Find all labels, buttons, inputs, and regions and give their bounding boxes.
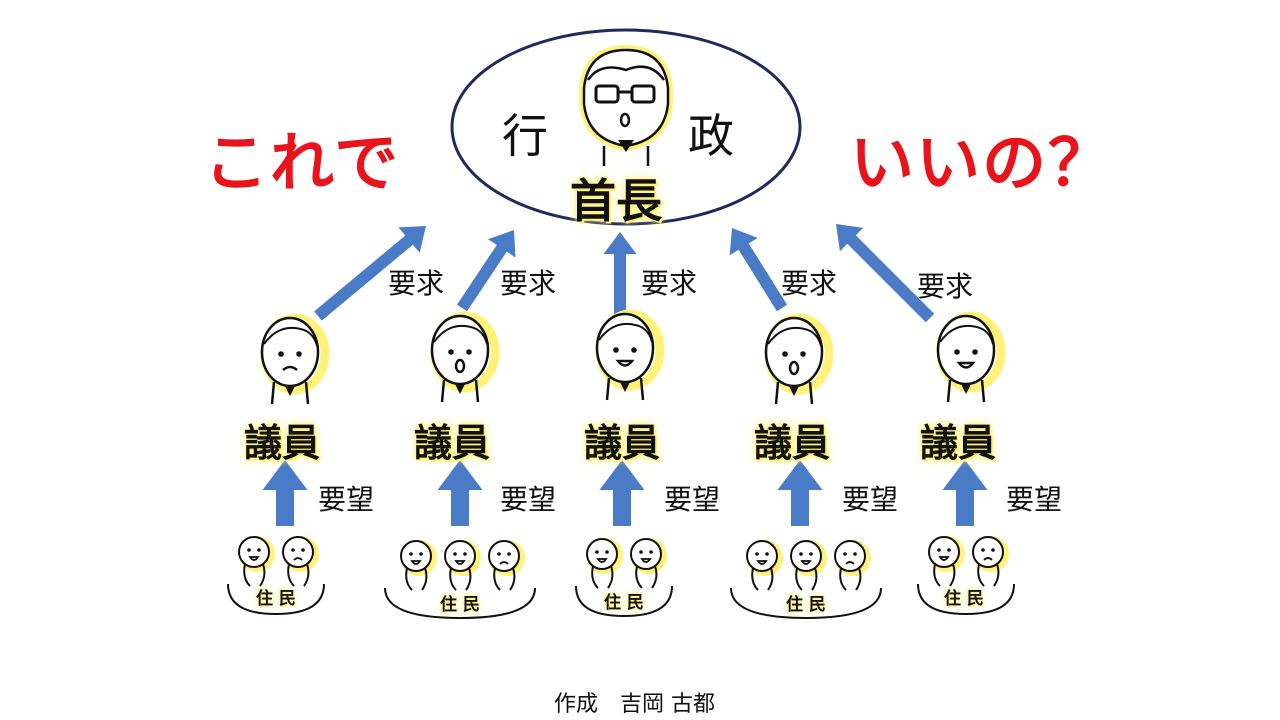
councillor-label-5: 議員	[920, 421, 997, 465]
wish-label-3: 要望	[664, 483, 721, 516]
councillor-face-icon-5	[936, 311, 1006, 403]
resident-group-icon-1	[227, 536, 325, 616]
title-right: いいの？	[850, 127, 1114, 201]
request-arrow-5	[836, 224, 935, 323]
wish-arrow-3	[599, 460, 645, 526]
title-left: これで	[204, 127, 401, 201]
resident-label-1: 住 民	[256, 589, 296, 609]
councillor-label-1: 議員	[244, 421, 321, 465]
resident-label-5: 住 民	[944, 589, 984, 609]
resident-group-icon-2	[384, 540, 536, 620]
resident-group-icon-3	[575, 538, 673, 618]
wish-label-1: 要望	[318, 483, 375, 516]
wish-arrow-4	[777, 460, 823, 526]
councillor-label-2: 議員	[414, 421, 491, 465]
request-label-2: 要求	[500, 267, 557, 300]
mayor-label: 首長	[570, 174, 662, 228]
resident-label-4: 住 民	[786, 595, 826, 615]
request-arrow-3	[603, 232, 637, 314]
wish-arrow-5	[942, 460, 988, 526]
resident-label-2: 住 民	[440, 595, 480, 615]
wish-label-2: 要望	[500, 483, 557, 516]
request-label-3: 要求	[641, 267, 698, 300]
resident-group-icon-4	[730, 540, 882, 620]
wish-arrow-1	[262, 460, 308, 526]
resident-label-3: 住 民	[604, 593, 644, 613]
mayor-face-icon	[579, 44, 673, 166]
resident-group-icon-5	[917, 536, 1015, 616]
councillor-face-icon-1	[260, 313, 330, 405]
councillor-face-icon-4	[764, 313, 834, 405]
wish-label-5: 要望	[1006, 483, 1063, 516]
request-arrow-2	[457, 230, 516, 312]
request-arrow-4	[729, 228, 788, 312]
councillor-label-4: 議員	[754, 421, 831, 465]
request-label-1: 要求	[388, 267, 445, 300]
wish-arrow-2	[437, 460, 483, 526]
councillor-face-icon-3	[595, 309, 665, 401]
credit: 作成 吉岡 古都	[554, 692, 715, 717]
admin-char-1: 行	[502, 109, 548, 163]
request-arrow-1	[314, 226, 426, 321]
wish-label-4: 要望	[842, 483, 899, 516]
councillor-label-3: 議員	[584, 421, 661, 465]
request-label-4: 要求	[781, 267, 838, 300]
councillor-face-icon-2	[430, 311, 500, 403]
admin-char-2: 政	[688, 109, 734, 163]
request-label-5: 要求	[917, 270, 974, 303]
